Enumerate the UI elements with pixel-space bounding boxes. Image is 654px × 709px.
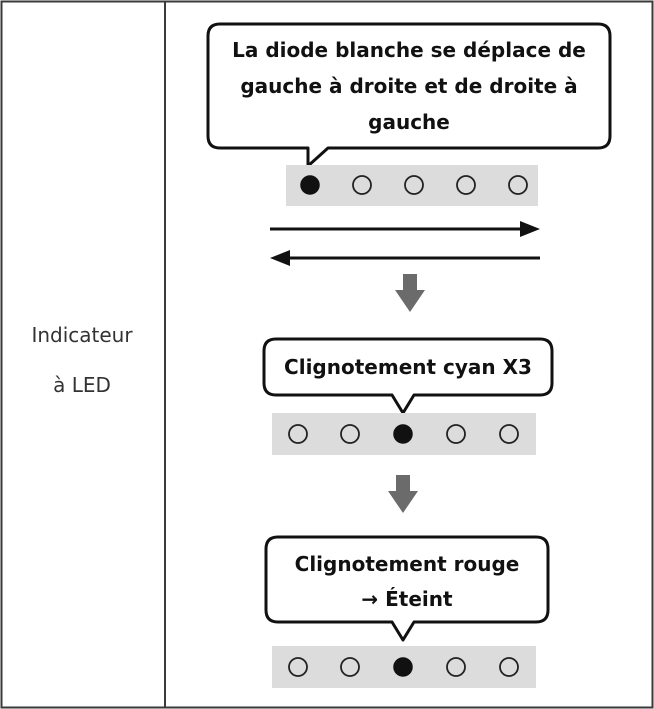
led-2-5 xyxy=(499,424,519,444)
speech-bubble-1 xyxy=(206,22,612,168)
row-label-line-2: à LED xyxy=(53,373,111,397)
led-3-2 xyxy=(340,657,360,677)
arrow-down-icon xyxy=(388,475,418,513)
bubble-3-line-2: → Éteint xyxy=(361,587,453,611)
led-2-4 xyxy=(446,424,466,444)
step-1: La diode blanche se déplace de gauche à … xyxy=(206,22,612,266)
arrow-right-icon xyxy=(270,221,540,237)
led-strip-2 xyxy=(272,413,536,455)
speech-bubble-2 xyxy=(262,337,554,415)
led-1-4 xyxy=(456,175,476,195)
led-1-1 xyxy=(300,175,320,195)
led-3-1 xyxy=(288,657,308,677)
led-2-3 xyxy=(393,424,413,444)
led-1-5 xyxy=(508,175,528,195)
led-2-2 xyxy=(340,424,360,444)
step-2: Clignotement cyan X3 xyxy=(262,337,554,455)
led-strip-3 xyxy=(272,646,536,688)
led-2-1 xyxy=(288,424,308,444)
bubble-3-line-1: Clignotement rouge xyxy=(295,552,520,576)
led-3-3 xyxy=(393,657,413,677)
bubble-1-line-2: gauche à droite et de droite à xyxy=(240,74,577,98)
row-label: Indicateur à LED xyxy=(31,323,133,397)
speech-bubble-3 xyxy=(264,535,550,642)
led-1-2 xyxy=(352,175,372,195)
arrow-left-icon xyxy=(270,250,540,266)
bubble-1-line-3: gauche xyxy=(368,110,450,134)
bubble-1-line-1: La diode blanche se déplace de xyxy=(232,38,586,62)
led-3-5 xyxy=(499,657,519,677)
arrow-down-icon xyxy=(395,274,425,312)
step-3: Clignotement rouge → Éteint xyxy=(264,535,550,688)
bubble-2-line-1: Clignotement cyan X3 xyxy=(284,355,532,379)
row-label-line-1: Indicateur xyxy=(31,323,133,347)
led-1-3 xyxy=(404,175,424,195)
led-3-4 xyxy=(446,657,466,677)
led-strip-1 xyxy=(286,165,538,206)
